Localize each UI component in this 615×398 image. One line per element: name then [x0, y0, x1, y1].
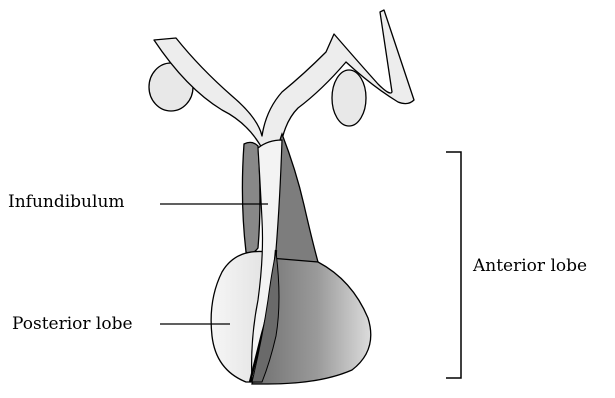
- posterior-lobe-label: Posterior lobe: [12, 314, 133, 334]
- infundibulum-label: Infundibulum: [8, 192, 125, 212]
- anterior-lobe-label: Anterior lobe: [473, 256, 587, 276]
- stalk-vessel: [154, 10, 414, 152]
- anterior-lobe-bracket: [446, 152, 461, 378]
- left-dark-strip: [242, 142, 260, 253]
- right-oval-structure: [332, 70, 366, 126]
